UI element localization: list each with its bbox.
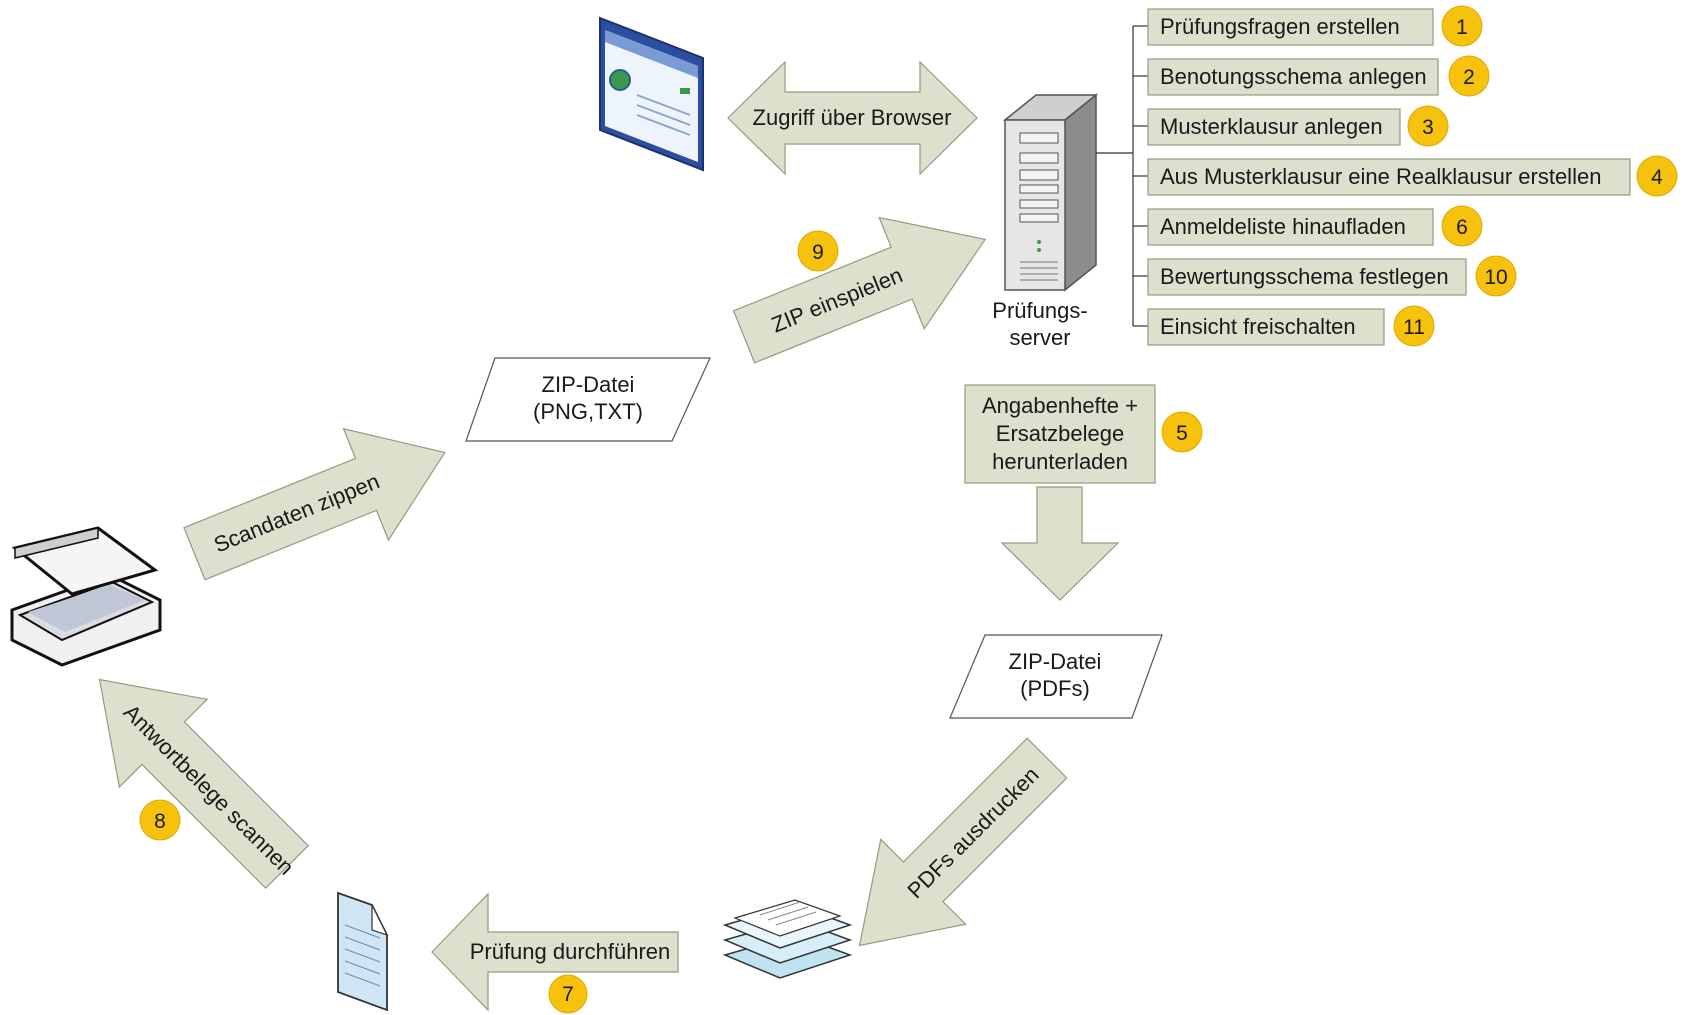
zip-file-label-line2: (PNG,TXT)	[533, 399, 643, 424]
task-prufungsfragen: Prüfungsfragen erstellen 1	[1147, 5, 1483, 47]
scan-answers-label: Antwortbelege scannen	[119, 699, 299, 879]
zip-scan-data-file: ZIP-Datei (PNG,TXT)	[465, 357, 711, 442]
print-pdfs-label: PDFs ausdrucken	[902, 762, 1043, 903]
step-number: 2	[1463, 66, 1475, 89]
step-number: 11	[1403, 316, 1425, 339]
conduct-exam-arrow: Prüfung durchführen	[431, 892, 679, 1012]
task-label: Bewertungsschema festlegen	[1160, 264, 1449, 289]
step-badge	[1407, 105, 1449, 147]
step-number: 3	[1422, 116, 1434, 139]
task-label: Benotungsschema anlegen	[1160, 64, 1427, 89]
print-pdfs-arrow: PDFs ausdrucken	[858, 737, 1068, 947]
step-badge	[1441, 5, 1483, 47]
task-label: Musterklausur anlegen	[1160, 114, 1383, 139]
step-badge	[1393, 305, 1435, 347]
conduct-exam-label: Prüfung durchführen	[470, 939, 671, 964]
step-number: 6	[1456, 216, 1468, 239]
download-label-line3: herunterladen	[992, 449, 1128, 474]
browser-window-icon	[599, 16, 704, 172]
task-bewertungsschema: Bewertungsschema festlegen 10	[1147, 255, 1517, 297]
zip-file-label-line1: ZIP-Datei	[542, 372, 635, 397]
step-badge-5	[1161, 411, 1203, 453]
task-label: Anmeldeliste hinaufladen	[1160, 214, 1406, 239]
server-label-line2: server	[1009, 325, 1070, 350]
download-box: Angabenhefte + Ersatzbelege herunterlade…	[964, 384, 1156, 484]
step-badge	[1636, 155, 1678, 197]
step-number: 1	[1456, 16, 1468, 39]
task-einsicht: Einsicht freischalten 11	[1147, 305, 1435, 347]
zip-pdf-label-line2: (PDFs)	[1020, 676, 1090, 701]
task-realklausur: Aus Musterklausur eine Realklausur erste…	[1147, 155, 1678, 197]
server-label-line1: Prüfungs-	[992, 298, 1087, 323]
step-badge-7	[548, 974, 588, 1014]
zip-import-arrow: ZIP einspielen	[732, 216, 987, 364]
browser-access-label: Zugriff über Browser	[753, 105, 952, 130]
zip-pdf-file: ZIP-Datei (PDFs)	[949, 634, 1163, 719]
step-number-5: 5	[1176, 422, 1188, 445]
task-musterklausur: Musterklausur anlegen 3	[1147, 105, 1449, 147]
download-label-line2: Ersatzbelege	[996, 421, 1124, 446]
document-icon	[337, 891, 389, 1012]
task-anmeldeliste: Anmeldeliste hinaufladen 6	[1147, 205, 1483, 247]
scanner-icon	[10, 526, 162, 667]
task-label: Prüfungsfragen erstellen	[1160, 14, 1400, 39]
download-down-arrow	[1000, 486, 1120, 601]
step-badge-8	[139, 799, 181, 841]
zip-scan-arrow: Scandaten zippen	[183, 427, 446, 581]
step-number: 10	[1484, 266, 1507, 289]
step-number: 4	[1651, 166, 1663, 189]
step-number-9: 9	[812, 241, 824, 264]
task-label: Einsicht freischalten	[1160, 314, 1356, 339]
step-badge-9	[797, 230, 839, 272]
paper-stack-icon	[722, 899, 853, 979]
step-badge	[1441, 205, 1483, 247]
browser-access-double-arrow: Zugriff über Browser	[727, 60, 978, 176]
step-badge	[1475, 255, 1517, 297]
server-tower-icon	[1002, 93, 1099, 292]
download-label-line1: Angabenhefte +	[982, 393, 1138, 418]
scan-answers-arrow: Antwortbelege scannen	[98, 678, 309, 889]
step-number-7: 7	[562, 983, 574, 1006]
task-tree-connector	[1096, 25, 1148, 327]
step-badge	[1448, 55, 1490, 97]
step-number-8: 8	[154, 810, 166, 833]
task-benotungsschema: Benotungsschema anlegen 2	[1147, 55, 1490, 97]
task-label: Aus Musterklausur eine Realklausur erste…	[1160, 164, 1601, 189]
zip-pdf-label-line1: ZIP-Datei	[1009, 649, 1102, 674]
